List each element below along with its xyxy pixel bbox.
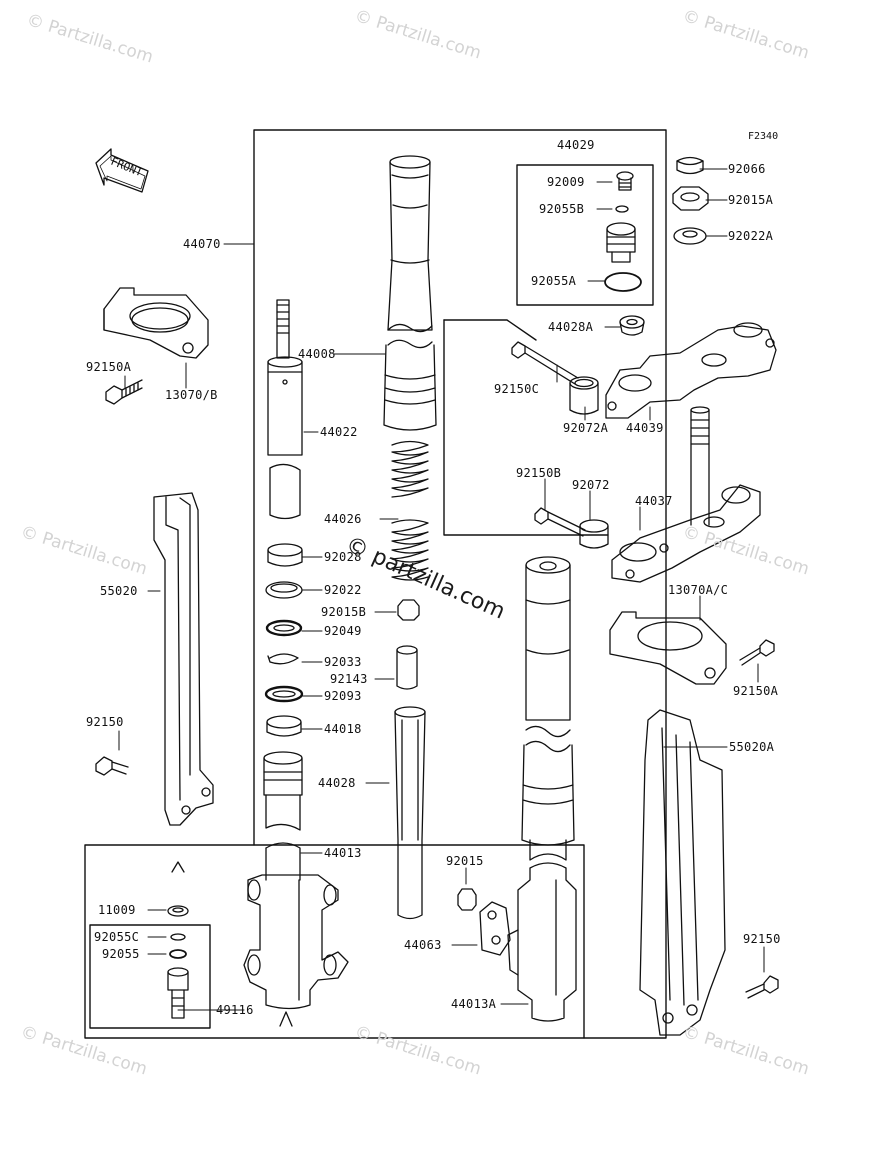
part-92015B-nut <box>397 599 420 621</box>
kit-44029-frame <box>516 164 654 306</box>
part-label: 44063 <box>404 938 442 952</box>
part-92150B-bolt <box>534 507 586 537</box>
part-44028A-collar <box>619 315 645 336</box>
figure-code: F2340 <box>748 131 779 142</box>
part-label: 92143 <box>330 672 368 686</box>
part-label: 92072 <box>572 478 610 492</box>
part-label: 13070A/C <box>668 583 729 597</box>
part-44008-inner-tube <box>383 155 437 431</box>
part-13070B-clamp <box>103 287 209 359</box>
part-44063-clamp <box>479 901 511 956</box>
part-label: 92028 <box>324 550 362 564</box>
part-92093-seal <box>264 685 304 703</box>
part-label: 44070 <box>183 237 221 251</box>
part-92055-oring <box>169 949 187 959</box>
part-92150A-left-bolt <box>105 379 143 405</box>
part-92150A-right-bolt <box>739 639 775 666</box>
part-92049-seal <box>265 619 303 637</box>
part-label: 92150A <box>733 684 779 698</box>
part-label: 92150 <box>86 715 124 729</box>
part-label: 92055 <box>102 947 140 961</box>
part-11009-gasket <box>167 861 189 917</box>
part-label: 92150B <box>516 466 562 480</box>
part-55020A-fork-guard <box>639 709 726 1036</box>
part-44018-bush <box>266 715 302 737</box>
part-label: 44028A <box>548 320 594 334</box>
part-piston <box>263 751 303 831</box>
part-label: 92093 <box>324 689 362 703</box>
front-arrow-icon <box>95 148 149 193</box>
part-44026-spring <box>391 440 429 581</box>
part-label: 92150C <box>494 382 540 396</box>
part-92009-screw <box>616 171 634 191</box>
part-label: 44008 <box>298 347 336 361</box>
part-label: 49116 <box>216 1003 254 1017</box>
part-55020-fork-guard <box>153 492 214 826</box>
part-92022-washer <box>265 581 303 599</box>
kit-49116-frame <box>89 924 211 1029</box>
part-44022-damper-rod <box>267 299 303 520</box>
part-92150-left-bolt <box>95 756 129 776</box>
part-label: 92033 <box>324 655 362 669</box>
part-label: 92072A <box>563 421 609 435</box>
part-label: 44013 <box>324 846 362 860</box>
part-label: 92009 <box>547 175 585 189</box>
part-92028-bush <box>267 543 303 567</box>
part-label: 92022 <box>324 583 362 597</box>
part-92055B-oring <box>615 205 629 213</box>
part-92055C-oring <box>170 933 186 941</box>
part-label: 92015 <box>446 854 484 868</box>
part-92022A-washer <box>673 227 707 245</box>
part-44013A-outer-tube <box>507 556 577 1022</box>
part-label: 44037 <box>635 494 673 508</box>
part-label: 92015A <box>728 193 774 207</box>
part-label: 44018 <box>324 722 362 736</box>
part-92015A-nut <box>672 186 709 211</box>
part-label: 44026 <box>324 512 362 526</box>
part-label: 92055C <box>94 930 140 944</box>
part-44013-outer-tube <box>243 842 349 1010</box>
part-92072A-collar <box>569 376 599 415</box>
part-label: 92150A <box>86 360 132 374</box>
part-label: 92055A <box>531 274 577 288</box>
leader-lines <box>118 168 765 1011</box>
part-13070AC-clamp <box>609 611 727 685</box>
part-92033-clip <box>267 653 299 665</box>
part-label: 11009 <box>98 903 136 917</box>
part-label: 44022 <box>320 425 358 439</box>
part-92150C-bolt <box>511 341 579 385</box>
part-label: 44029 <box>557 138 595 152</box>
part-label: 44028 <box>318 776 356 790</box>
part-44037-steering-stem <box>611 406 761 583</box>
part-label: 92055B <box>539 202 585 216</box>
part-92143-collar <box>396 645 418 690</box>
part-label: 55020A <box>729 740 775 754</box>
part-92072-collar <box>579 519 609 549</box>
part-label: 92066 <box>728 162 766 176</box>
assembly-frames <box>84 129 667 1039</box>
part-label: 92022A <box>728 229 774 243</box>
part-label: 13070/B <box>165 388 218 402</box>
part-92015-nut <box>457 888 477 911</box>
part-valve-cap <box>606 222 636 263</box>
part-44028-cylinder <box>394 706 426 920</box>
part-label: 92049 <box>324 624 362 638</box>
part-label: 92015B <box>321 605 367 619</box>
part-label: 44039 <box>626 421 664 435</box>
part-label: 92150 <box>743 932 781 946</box>
part-49116-valve <box>167 967 293 1027</box>
part-92150-right-bolt <box>745 975 779 999</box>
part-92066-cap <box>676 156 704 175</box>
part-44039-top-clamp <box>605 322 777 419</box>
part-label: 55020 <box>100 584 138 598</box>
part-92055A-oring <box>604 272 642 292</box>
part-label: 44013A <box>451 997 497 1011</box>
